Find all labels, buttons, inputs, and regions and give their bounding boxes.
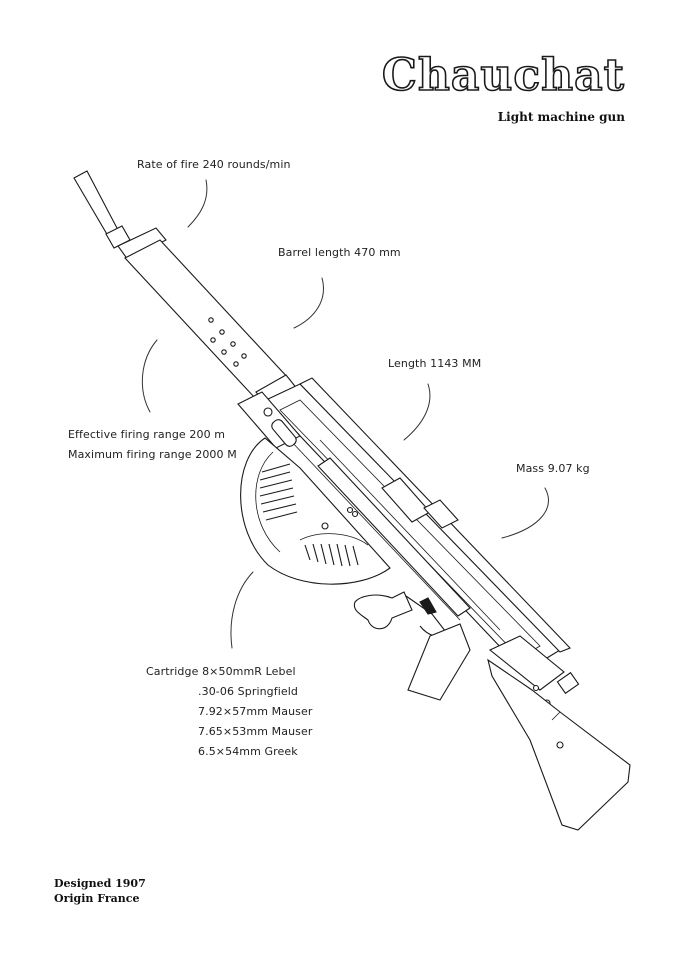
spec-cartridge-1: Cartridge 8×50mmR Lebel xyxy=(146,665,296,678)
rear-sling-mount xyxy=(556,671,580,695)
spec-cartridge-2: .30-06 Springfield xyxy=(198,685,298,698)
callout-range xyxy=(141,339,158,413)
chauchat-rifle xyxy=(73,170,631,831)
stock-joint xyxy=(488,635,565,691)
magazine-screw xyxy=(321,522,329,530)
pistol-grip xyxy=(353,591,413,630)
trigger xyxy=(419,597,437,615)
callout-lines xyxy=(141,179,549,649)
spec-maximum-range: Maximum firing range 2000 M xyxy=(68,448,237,461)
hinge-pin xyxy=(263,407,273,417)
cooling-holes xyxy=(208,317,247,367)
spec-cartridge-4: 7.65×53mm Mauser xyxy=(198,725,313,738)
callout-rate-of-fire xyxy=(187,179,208,228)
callout-length xyxy=(403,383,431,441)
page-subtitle: Light machine gun xyxy=(497,110,625,124)
spec-rate-of-fire: Rate of fire 240 rounds/min xyxy=(137,158,291,171)
spec-barrel-length: Barrel length 470 mm xyxy=(278,246,401,259)
slot xyxy=(271,419,297,447)
front-grip xyxy=(407,623,471,701)
front-sight xyxy=(117,227,167,261)
magazine xyxy=(240,437,391,585)
muzzle xyxy=(73,170,119,237)
footer-designed: Designed 1907 xyxy=(54,877,146,890)
callout-cartridge xyxy=(230,571,254,649)
callout-mass xyxy=(501,487,549,539)
footer-origin: Origin France xyxy=(54,892,140,905)
spec-length: Length 1143 MM xyxy=(388,357,482,370)
stock-screw xyxy=(556,741,564,749)
spec-effective-range: Effective firing range 200 m xyxy=(68,428,226,441)
magazine-ribs-upper xyxy=(259,463,298,521)
spec-cartridge-3: 7.92×57mm Mauser xyxy=(198,705,313,718)
magazine-ribs-lower xyxy=(304,543,359,567)
spec-cartridge-5: 6.5×54mm Greek xyxy=(198,745,298,758)
side-rail xyxy=(317,457,471,617)
callout-barrel-length xyxy=(293,277,324,329)
spec-mass: Mass 9.07 kg xyxy=(516,462,590,475)
page-title: Chauchat xyxy=(381,49,625,102)
barrel-jacket xyxy=(124,239,291,399)
rear-sight-leaf xyxy=(423,499,459,529)
